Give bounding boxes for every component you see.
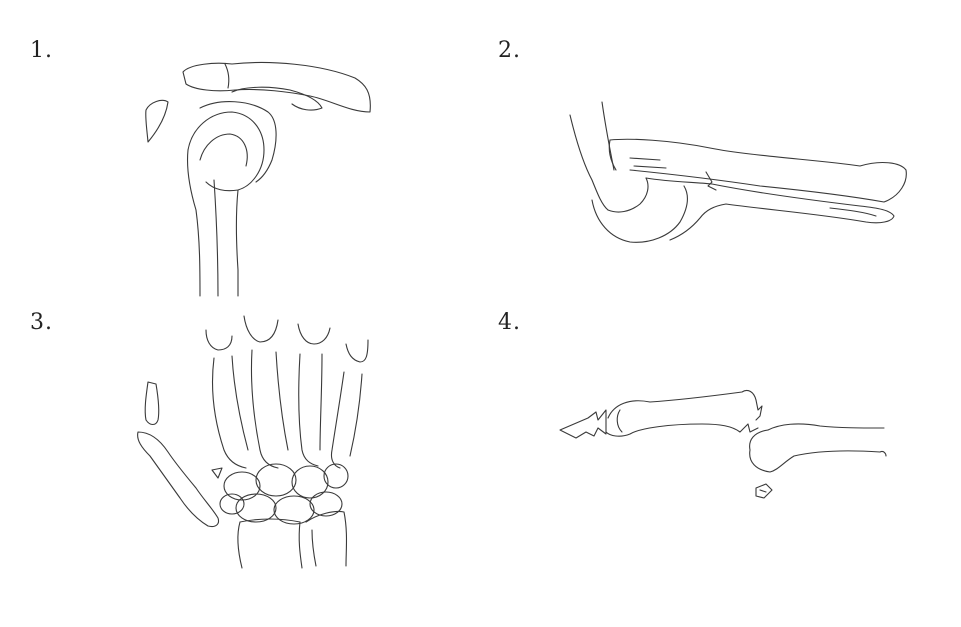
panel-number-2: 2. [498, 38, 521, 63]
panel-1: 1. [0, 0, 480, 300]
panel-number-3: 3. [30, 310, 53, 335]
forearm-bone-icon [569, 101, 907, 243]
panel-number-1: 1. [30, 38, 53, 63]
shoulder-bone-icon [145, 61, 371, 297]
panel-4: 4. [480, 300, 961, 627]
long-bone-fracture-icon [559, 389, 887, 499]
panel-2: 2. [480, 0, 961, 300]
hand-wrist-bone-icon [137, 315, 369, 569]
panel-number-4: 4. [498, 310, 521, 335]
panel-3: 3. [0, 300, 480, 627]
